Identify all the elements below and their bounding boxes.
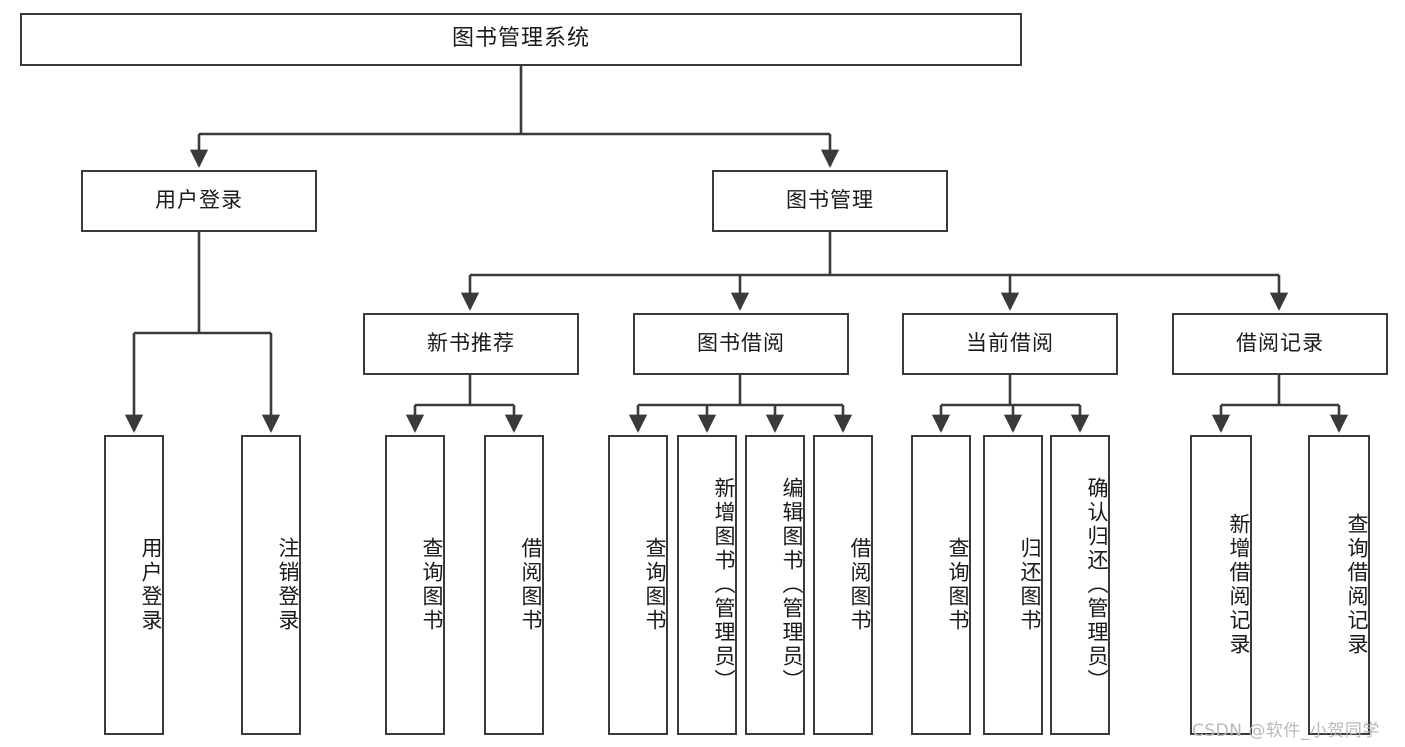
csdn-watermark: CSDN @软件_小贺同学	[1192, 721, 1380, 741]
node-current-borrow[interactable]: 当前借阅	[902, 313, 1118, 375]
leaf-add-borrow-record[interactable]: 新增借阅记录	[1190, 435, 1252, 735]
leaf-label: 查询图书	[643, 537, 667, 633]
leaf-label: 确认归还（管理员）	[1085, 477, 1109, 693]
node-root[interactable]: 图书管理系统	[20, 13, 1022, 66]
node-borrow-record[interactable]: 借阅记录	[1172, 313, 1388, 375]
leaf-label: 借阅图书	[519, 537, 543, 633]
leaf-label: 用户登录	[139, 537, 163, 633]
node-new-book-recommend[interactable]: 新书推荐	[363, 313, 579, 375]
leaf-user-login[interactable]: 用户登录	[104, 435, 164, 735]
leaf-borrow-book-new[interactable]: 借阅图书	[484, 435, 544, 735]
leaf-label: 借阅图书	[848, 537, 872, 633]
leaf-query-borrow-record[interactable]: 查询借阅记录	[1308, 435, 1370, 735]
leaf-query-book-new[interactable]: 查询图书	[385, 435, 445, 735]
leaf-logout[interactable]: 注销登录	[241, 435, 301, 735]
leaf-label: 新增借阅记录	[1227, 513, 1251, 657]
node-book-management[interactable]: 图书管理	[712, 170, 948, 232]
leaf-label: 新增图书（管理员）	[712, 477, 736, 693]
leaf-label: 查询图书	[946, 537, 970, 633]
leaf-query-book-borrow[interactable]: 查询图书	[608, 435, 668, 735]
leaf-label: 归还图书	[1018, 537, 1042, 633]
leaf-label: 注销登录	[276, 537, 300, 633]
leaf-label: 查询图书	[420, 537, 444, 633]
leaf-confirm-return-admin[interactable]: 确认归还（管理员）	[1050, 435, 1110, 735]
leaf-edit-book-admin[interactable]: 编辑图书（管理员）	[745, 435, 805, 735]
leaf-borrow-book[interactable]: 借阅图书	[813, 435, 873, 735]
leaf-query-book-current[interactable]: 查询图书	[911, 435, 971, 735]
node-book-borrow[interactable]: 图书借阅	[633, 313, 849, 375]
leaf-label: 编辑图书（管理员）	[780, 477, 804, 693]
leaf-add-book-admin[interactable]: 新增图书（管理员）	[677, 435, 737, 735]
node-user-login[interactable]: 用户登录	[81, 170, 317, 232]
leaf-return-book[interactable]: 归还图书	[983, 435, 1043, 735]
leaf-label: 查询借阅记录	[1345, 513, 1369, 657]
